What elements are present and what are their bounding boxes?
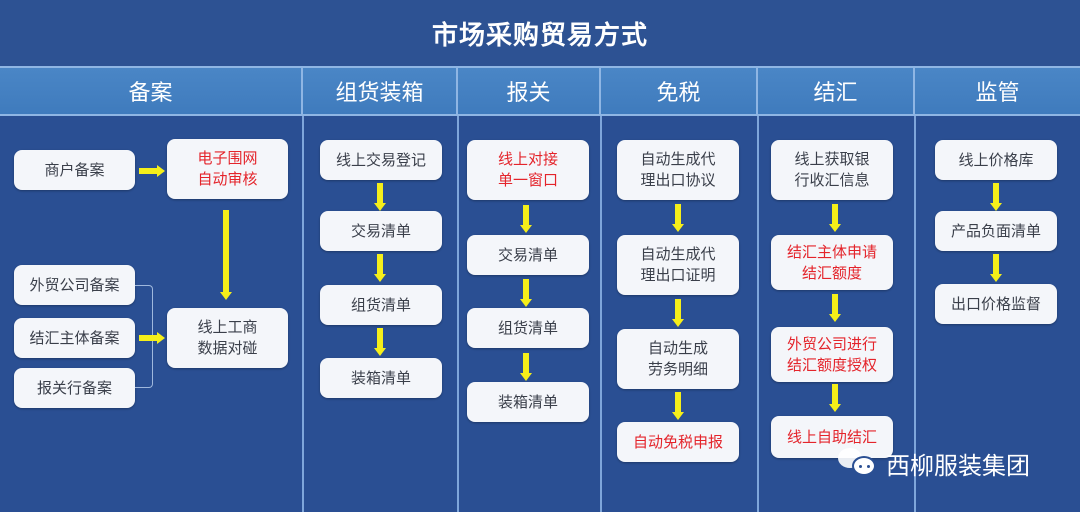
- arrow-down-icon: [829, 384, 841, 412]
- arrow-down-icon: [220, 210, 232, 300]
- arrow-down-icon: [672, 204, 684, 232]
- watermark-text: 西柳服装集团: [886, 452, 1030, 480]
- arrow-down-icon: [374, 254, 386, 282]
- arrow-down-icon: [672, 299, 684, 327]
- arrow-down-icon: [990, 254, 1002, 282]
- box-customs-broker-filing: 报关行备案: [14, 368, 135, 408]
- column-divider: [757, 116, 759, 512]
- box-single-window: 线上对接 单一窗口: [467, 140, 589, 200]
- box-bank-receipt-info: 线上获取银 行收汇信息: [771, 140, 893, 200]
- column-header-row: 备案 组货装箱 报关 免税 结汇 监管: [0, 66, 1080, 116]
- arrow-down-icon: [829, 204, 841, 232]
- box-trade-list: 交易清单: [320, 211, 442, 251]
- box-settlement-entity-filing: 结汇主体备案: [14, 318, 135, 358]
- box-service-details: 自动生成 劳务明细: [617, 329, 739, 389]
- box-agency-export-agreement: 自动生成代 理出口协议: [617, 140, 739, 200]
- arrow-down-icon: [520, 205, 532, 233]
- box-packing-list: 装箱清单: [467, 382, 589, 422]
- box-consolidation-list: 组货清单: [467, 308, 589, 348]
- box-trade-list: 交易清单: [467, 235, 589, 275]
- column-header-packing: 组货装箱: [303, 68, 458, 114]
- title-bar: 市场采购贸易方式: [0, 0, 1080, 66]
- column-header-filing: 备案: [0, 68, 303, 114]
- diagram-title: 市场采购贸易方式: [431, 20, 648, 51]
- column-header-settlement: 结汇: [758, 68, 915, 114]
- arrow-right-icon: [139, 165, 165, 177]
- arrow-right-icon: [139, 332, 165, 344]
- arrow-down-icon: [829, 294, 841, 322]
- arrow-down-icon: [374, 328, 386, 356]
- box-online-price-database: 线上价格库: [935, 140, 1057, 180]
- box-e-fence-review: 电子围网 自动审核: [167, 139, 288, 199]
- column-divider: [914, 116, 916, 512]
- box-consolidation-list: 组货清单: [320, 285, 442, 325]
- box-packing-list: 装箱清单: [320, 358, 442, 398]
- box-product-negative-list: 产品负面清单: [935, 211, 1057, 251]
- column-header-supervision: 监管: [975, 81, 1020, 106]
- column-divider: [302, 116, 304, 512]
- arrow-down-icon: [374, 183, 386, 211]
- arrow-down-icon: [520, 279, 532, 307]
- column-header-customs: 报关: [458, 68, 601, 114]
- watermark: 西柳服装集团: [838, 446, 1030, 481]
- box-export-price-supervision: 出口价格监督: [935, 284, 1057, 324]
- box-apply-settlement-quota: 结汇主体申请 结汇额度: [771, 235, 893, 290]
- box-auto-tax-exemption: 自动免税申报: [617, 422, 739, 462]
- arrow-down-icon: [990, 183, 1002, 211]
- box-authorize-settlement-quota: 外贸公司进行 结汇额度授权: [771, 327, 893, 382]
- box-online-trade-registration: 线上交易登记: [320, 140, 442, 180]
- box-agency-export-certificate: 自动生成代 理出口证明: [617, 235, 739, 295]
- box-foreign-trade-co-filing: 外贸公司备案: [14, 265, 135, 305]
- box-merchant-filing: 商户备案: [14, 150, 135, 190]
- wechat-icon: [838, 447, 878, 480]
- arrow-down-icon: [520, 353, 532, 381]
- column-divider: [457, 116, 459, 512]
- column-divider: [600, 116, 602, 512]
- box-online-self-settlement: 线上自助结汇: [771, 416, 893, 458]
- box-business-data-check: 线上工商 数据对碰: [167, 308, 288, 368]
- column-header-tax-exempt: 免税: [601, 68, 758, 114]
- arrow-down-icon: [672, 392, 684, 420]
